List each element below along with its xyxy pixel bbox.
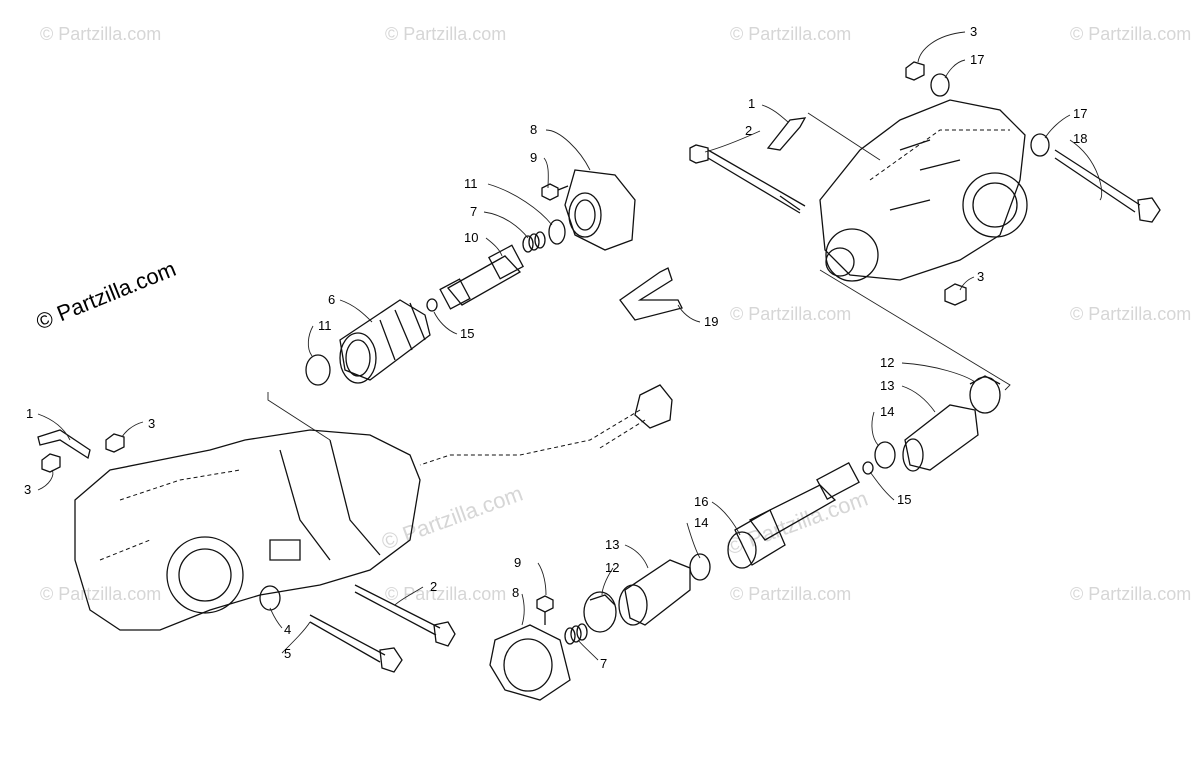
- washer-17-top: [930, 73, 950, 97]
- callout-13: 13: [605, 537, 619, 552]
- watermark: © Partzilla.com: [730, 584, 851, 604]
- breather-hose-left: [37, 429, 91, 460]
- callout-19: 19: [704, 314, 718, 329]
- callout-15: 15: [897, 492, 911, 507]
- bolt-2-bottom: [354, 584, 456, 647]
- watermark: © Partzilla.com: [1070, 304, 1191, 324]
- spring-7-bottom: [564, 623, 588, 645]
- clamp-14-right: [874, 441, 896, 469]
- callout-8: 8: [512, 585, 519, 600]
- bolt-2-top: [689, 144, 806, 214]
- callout-17: 17: [1073, 106, 1087, 121]
- callout-4: 4: [284, 622, 291, 637]
- watermark: © Partzilla.com: [730, 24, 851, 44]
- callout-17: 17: [970, 52, 984, 67]
- callout-2: 2: [430, 579, 437, 594]
- watermark: © Partzilla.com: [385, 24, 506, 44]
- bolt-9-top: [541, 183, 569, 201]
- callout-3: 3: [24, 482, 31, 497]
- callout-7: 7: [600, 656, 607, 671]
- callout-7: 7: [470, 204, 477, 219]
- washer-17-right: [1030, 133, 1050, 157]
- callout-3: 3: [148, 416, 155, 431]
- callout-9: 9: [514, 555, 521, 570]
- front-differential-housing: [74, 429, 421, 631]
- plug-15-right: [862, 461, 874, 475]
- nut-3-left-upper: [105, 433, 125, 453]
- bolt-5: [309, 614, 403, 673]
- brand-watermark: © Partzilla.com: [33, 256, 180, 335]
- callout-3: 3: [977, 269, 984, 284]
- bolt-18: [1054, 149, 1161, 223]
- breather-hose-top: [766, 117, 807, 151]
- nut-3-lower: [944, 283, 967, 306]
- boot-13-right: [902, 404, 979, 472]
- bolt-9-bottom: [536, 595, 554, 625]
- o-ring-11-left: [305, 354, 331, 386]
- o-ring-11-top: [548, 219, 566, 245]
- callout-9: 9: [530, 150, 537, 165]
- wire-harness: [419, 384, 673, 466]
- callout-11: 11: [318, 318, 332, 333]
- watermark: © Partzilla.com: [1070, 584, 1191, 604]
- callout-14: 14: [880, 404, 894, 419]
- callout-1: 1: [748, 96, 755, 111]
- boot-6: [339, 299, 431, 384]
- callout-16: 16: [694, 494, 708, 509]
- shaft-10: [439, 244, 524, 310]
- callout-8: 8: [530, 122, 537, 137]
- assembly-lines: [267, 112, 1011, 441]
- watermark: © Partzilla.com: [385, 584, 506, 604]
- watermark: © Partzilla.com: [40, 24, 161, 44]
- callout-6: 6: [328, 292, 335, 307]
- callout-labels: 1 2 3 3 17 17 18 3 8 9 11 7 10 6 11 15 1…: [24, 24, 1087, 671]
- watermark-layer: © Partzilla.com © Partzilla.com © Partzi…: [40, 24, 1191, 604]
- strap-19: [619, 267, 683, 321]
- callout-15: 15: [460, 326, 474, 341]
- callout-13: 13: [880, 378, 894, 393]
- clamp-12-right: [969, 375, 1001, 414]
- washer-4: [259, 585, 281, 611]
- callout-2: 2: [745, 123, 752, 138]
- bearing-housing-8-bottom: [489, 624, 571, 701]
- watermark: © Partzilla.com: [40, 584, 161, 604]
- callout-10: 10: [464, 230, 478, 245]
- nut-3-top: [905, 61, 925, 81]
- callout-3: 3: [970, 24, 977, 39]
- nut-3-left-lower: [41, 453, 61, 473]
- clamp-12-bottom: [583, 591, 617, 633]
- callout-5: 5: [284, 646, 291, 661]
- callout-12: 12: [880, 355, 894, 370]
- callout-18: 18: [1073, 131, 1087, 146]
- callout-12: 12: [605, 560, 619, 575]
- callout-11: 11: [464, 176, 478, 191]
- clamp-14-bottom: [689, 553, 711, 581]
- watermark: © Partzilla.com: [1070, 24, 1191, 44]
- watermark: © Partzilla.com: [378, 481, 526, 555]
- leader-lines: [37, 31, 1103, 661]
- boot-13-bottom: [618, 559, 691, 626]
- plug-15-top: [426, 298, 438, 312]
- shaft-16: [727, 461, 860, 569]
- watermark: © Partzilla.com: [730, 304, 851, 324]
- spring-7-top: [522, 231, 546, 253]
- rear-gearcase: [819, 99, 1028, 282]
- callout-1: 1: [26, 406, 33, 421]
- callout-14: 14: [694, 515, 708, 530]
- bearing-housing-8-top: [564, 169, 636, 251]
